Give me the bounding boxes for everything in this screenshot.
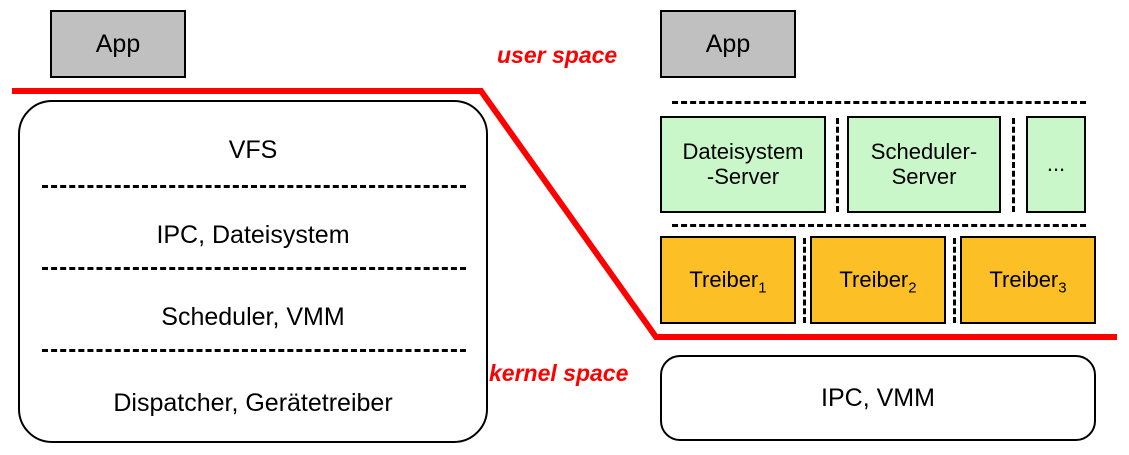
driver-box-3: Treiber3	[960, 236, 1096, 324]
kernel-divider-2	[42, 267, 466, 270]
kernel-layer-dispatcher-drivers-label: Dispatcher, Gerätetreiber	[113, 388, 393, 417]
server-box-dateisystem: Dateisystem -Server	[660, 116, 826, 213]
driver-box-3-index: 3	[1058, 279, 1067, 297]
kernel-layer-vfs-label: VFS	[228, 135, 278, 164]
driver-box-2-index: 2	[908, 279, 917, 297]
left-app-box: App	[50, 10, 186, 78]
server-driver-rail	[672, 224, 1086, 227]
kernel-layer-scheduler-vmm-label: Scheduler, VMM	[161, 302, 345, 331]
driver-box-2-label: Treiber2	[839, 266, 917, 297]
driver-separator-2	[953, 238, 956, 323]
kernel-divider-3	[42, 349, 466, 352]
kernel-layer-ipc-fs-label: IPC, Dateisystem	[156, 220, 350, 249]
driver-box-3-label: Treiber3	[989, 266, 1067, 297]
microkernel-label: IPC, VMM	[821, 384, 935, 412]
driver-box-1-label: Treiber1	[689, 266, 767, 297]
kernel-layer-vfs: VFS	[18, 130, 488, 170]
left-app-label: App	[95, 30, 141, 58]
server-box-dateisystem-line2: -Server	[706, 163, 780, 189]
server-box-more-label: ...	[1046, 151, 1066, 177]
kernel-space-label: kernel space	[489, 360, 629, 386]
server-box-scheduler: Scheduler- Server	[847, 116, 1001, 213]
microkernel-box: IPC, VMM	[660, 355, 1096, 441]
server-rail-top	[672, 101, 1086, 104]
server-separator-2	[1012, 118, 1015, 212]
kernel-layer-dispatcher-drivers: Dispatcher, Gerätetreiber	[18, 383, 488, 423]
server-box-scheduler-line2: Server	[891, 163, 957, 189]
kernel-layer-scheduler-vmm: Scheduler, VMM	[18, 297, 488, 337]
driver-box-1: Treiber1	[660, 236, 796, 324]
kernel-layer-ipc-fs: IPC, Dateisystem	[18, 215, 488, 255]
monolithic-kernel-box	[18, 100, 488, 443]
server-separator-1	[836, 118, 839, 212]
right-app-box: App	[660, 10, 796, 78]
driver-box-2: Treiber2	[810, 236, 946, 324]
kernel-divider-1	[42, 185, 466, 188]
server-box-scheduler-line1: Scheduler-	[870, 138, 978, 164]
server-box-dateisystem-line1: Dateisystem	[682, 138, 804, 164]
driver-box-1-index: 1	[758, 279, 767, 297]
right-app-label: App	[705, 30, 751, 58]
driver-separator-1	[803, 238, 806, 323]
user-space-label: user space	[497, 42, 618, 68]
server-box-more: ...	[1026, 116, 1086, 213]
